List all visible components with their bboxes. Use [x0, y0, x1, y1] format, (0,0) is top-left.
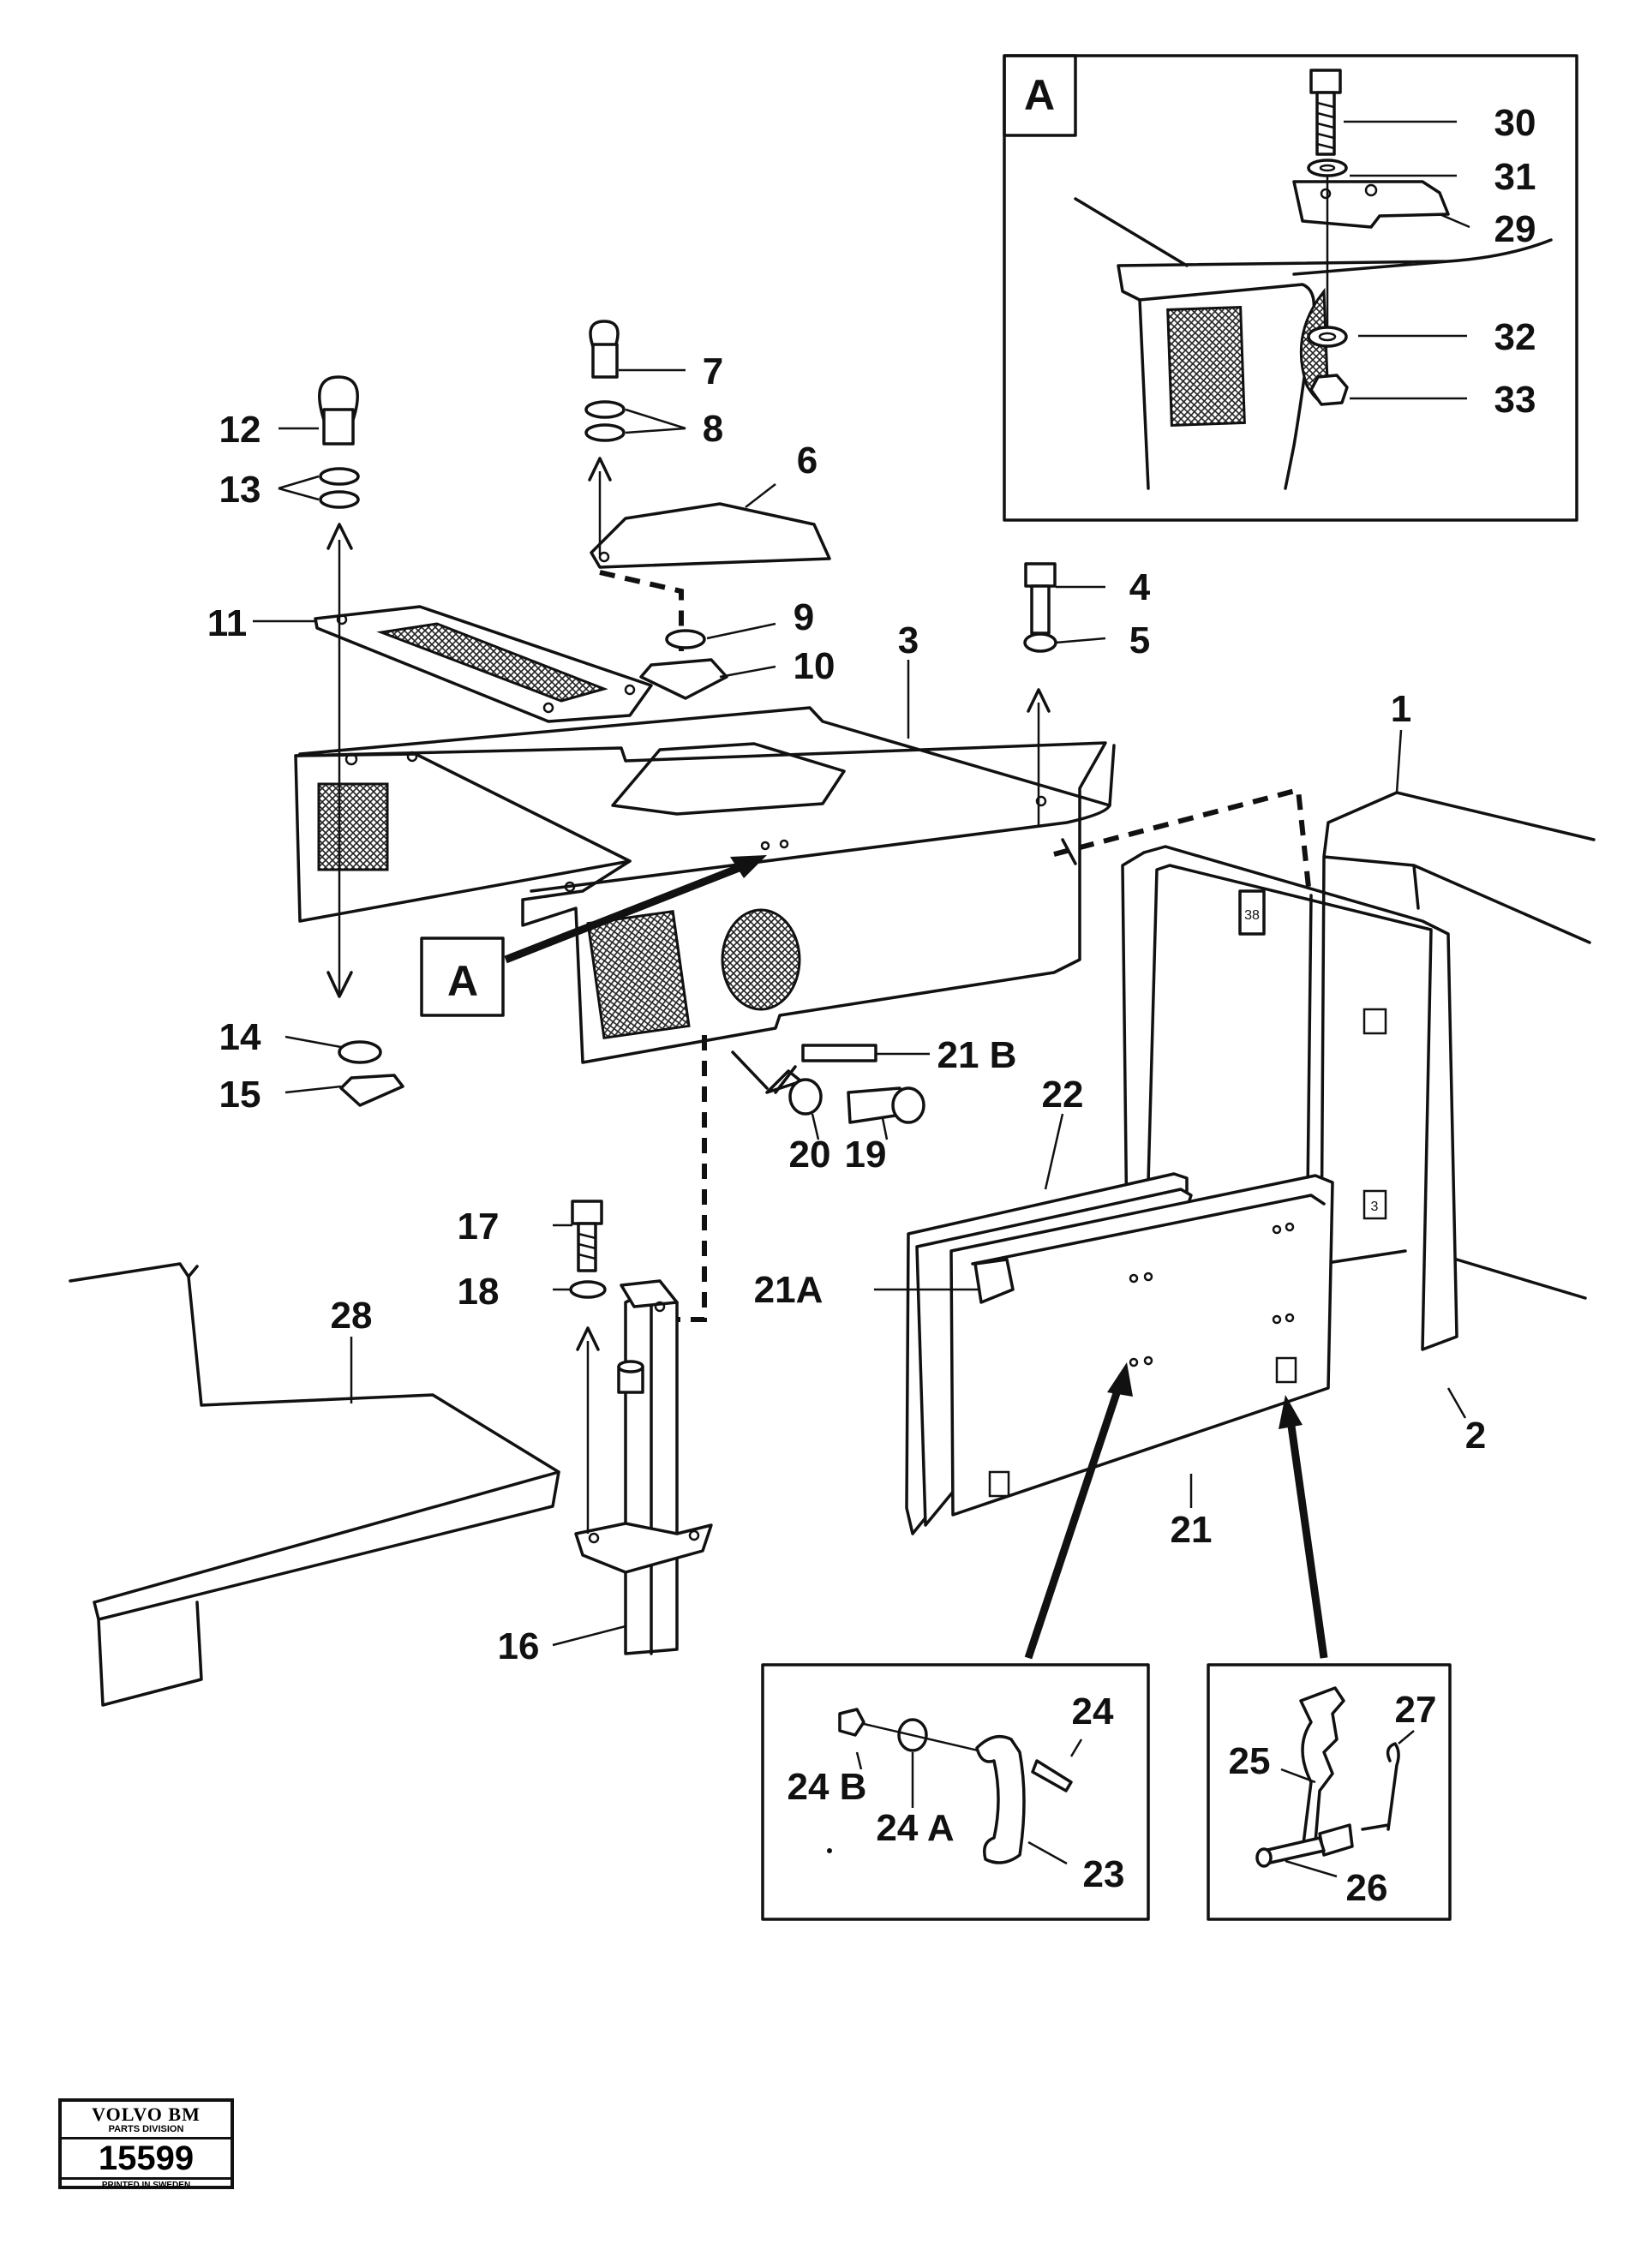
side-door-21 — [905, 1172, 1334, 1535]
callout-33: 33 — [1494, 379, 1536, 421]
callout-29: 29 — [1494, 208, 1536, 250]
ring-bolt-12 — [318, 375, 359, 446]
callout-21b: 21 B — [937, 1034, 1017, 1076]
washer-8b — [584, 423, 626, 442]
callout-20: 20 — [789, 1134, 831, 1176]
bracket-29 — [1292, 180, 1450, 229]
callout-8: 8 — [703, 408, 723, 450]
callout-23: 23 — [1083, 1853, 1125, 1895]
latch-25 — [1299, 1686, 1345, 1852]
callout-22: 22 — [1042, 1074, 1084, 1116]
callout-4: 4 — [1129, 566, 1151, 608]
frame-section-28 — [69, 1262, 560, 1707]
callout-30: 30 — [1494, 102, 1536, 144]
callout-9: 9 — [794, 596, 814, 638]
washer-32 — [1307, 326, 1348, 348]
callout-18: 18 — [458, 1271, 500, 1313]
clip-nut-10 — [639, 658, 728, 700]
callout-28: 28 — [331, 1295, 373, 1337]
cover-plate-6 — [590, 502, 831, 569]
callout-16: 16 — [498, 1625, 540, 1667]
volvo-bm-stamp: VOLVO BM PARTS DIVISION 15599 PRINTED IN… — [58, 2098, 234, 2190]
callout-32: 32 — [1494, 316, 1536, 358]
callout-25: 25 — [1229, 1740, 1271, 1782]
callout-13: 13 — [219, 469, 261, 511]
support-post-16 — [574, 1279, 713, 1655]
detail-a-label: A — [1024, 71, 1055, 119]
detail-a-box: A 30 31 29 32 33 — [1003, 54, 1578, 522]
callout-labels: 1 2 3 4 5 6 7 8 9 10 11 12 13 14 15 16 1… — [207, 350, 1487, 1909]
seal-strip-21b — [801, 1044, 877, 1062]
callout-12: 12 — [219, 409, 261, 451]
callout-leaders — [253, 368, 1467, 1647]
bolt-17 — [571, 1200, 603, 1225]
ring-bolt-7 — [591, 343, 619, 379]
section-a-marker: A — [420, 855, 767, 1017]
washer-31 — [1307, 159, 1348, 177]
body-section-1 — [1320, 791, 1596, 1300]
clip-9 — [665, 629, 706, 649]
nut-33 — [1309, 374, 1349, 406]
callout-19: 19 — [845, 1134, 887, 1176]
stamp-division: PARTS DIVISION — [62, 2124, 231, 2139]
washer-13a — [319, 467, 360, 486]
callout-14: 14 — [219, 1016, 261, 1058]
washer-20 — [788, 1078, 823, 1116]
callout-1: 1 — [1391, 688, 1411, 730]
detail-handle-box — [761, 1663, 1150, 1921]
callout-27: 27 — [1395, 1689, 1437, 1731]
clip-14 — [338, 1040, 382, 1064]
callout-31: 31 — [1494, 156, 1536, 198]
mesh-grille-11 — [314, 605, 653, 723]
handle-recess-21a — [973, 1258, 1015, 1304]
panel-mark-38: 38 — [1244, 908, 1260, 923]
washer-8a — [584, 400, 626, 419]
washer-18 — [569, 1280, 607, 1299]
callout-17: 17 — [458, 1206, 500, 1248]
stamp-brand: VOLVO BM — [92, 2103, 201, 2125]
washer-13b — [319, 490, 360, 509]
callout-10: 10 — [794, 645, 835, 687]
callout-21a: 21A — [754, 1269, 823, 1311]
door-handle-23 — [975, 1734, 1026, 1864]
bolt-4 — [1024, 562, 1057, 588]
panel-mark-3: 3 — [1371, 1200, 1379, 1214]
clip-nut-15 — [339, 1074, 404, 1107]
callout-26: 26 — [1346, 1867, 1388, 1909]
callout-11: 11 — [207, 602, 248, 644]
callout-15: 15 — [219, 1074, 261, 1116]
section-a-label: A — [447, 957, 478, 1005]
callout-24a: 24 A — [876, 1807, 954, 1849]
callout-24b: 24 B — [788, 1766, 867, 1808]
callout-3: 3 — [898, 619, 919, 661]
callout-6: 6 — [797, 440, 818, 482]
latch-pin-26 — [1262, 1836, 1326, 1865]
stamp-printed: PRINTED IN SWEDEN — [101, 2181, 191, 2190]
callout-21: 21 — [1171, 1509, 1213, 1551]
detail-latch-box — [1207, 1663, 1452, 1921]
frame-2: 38 3 — [1121, 845, 1458, 1351]
callout-7: 7 — [703, 350, 723, 392]
callout-2: 2 — [1465, 1415, 1486, 1457]
screw-24 — [1031, 1759, 1073, 1792]
bolt-30 — [1309, 69, 1342, 156]
nut-24b — [838, 1708, 865, 1737]
stamp-number: 15599 — [62, 2139, 231, 2180]
callout-24: 24 — [1072, 1691, 1114, 1732]
washer-5 — [1023, 632, 1057, 653]
callout-5: 5 — [1129, 619, 1150, 661]
hood-cover-3 — [294, 706, 1116, 1064]
